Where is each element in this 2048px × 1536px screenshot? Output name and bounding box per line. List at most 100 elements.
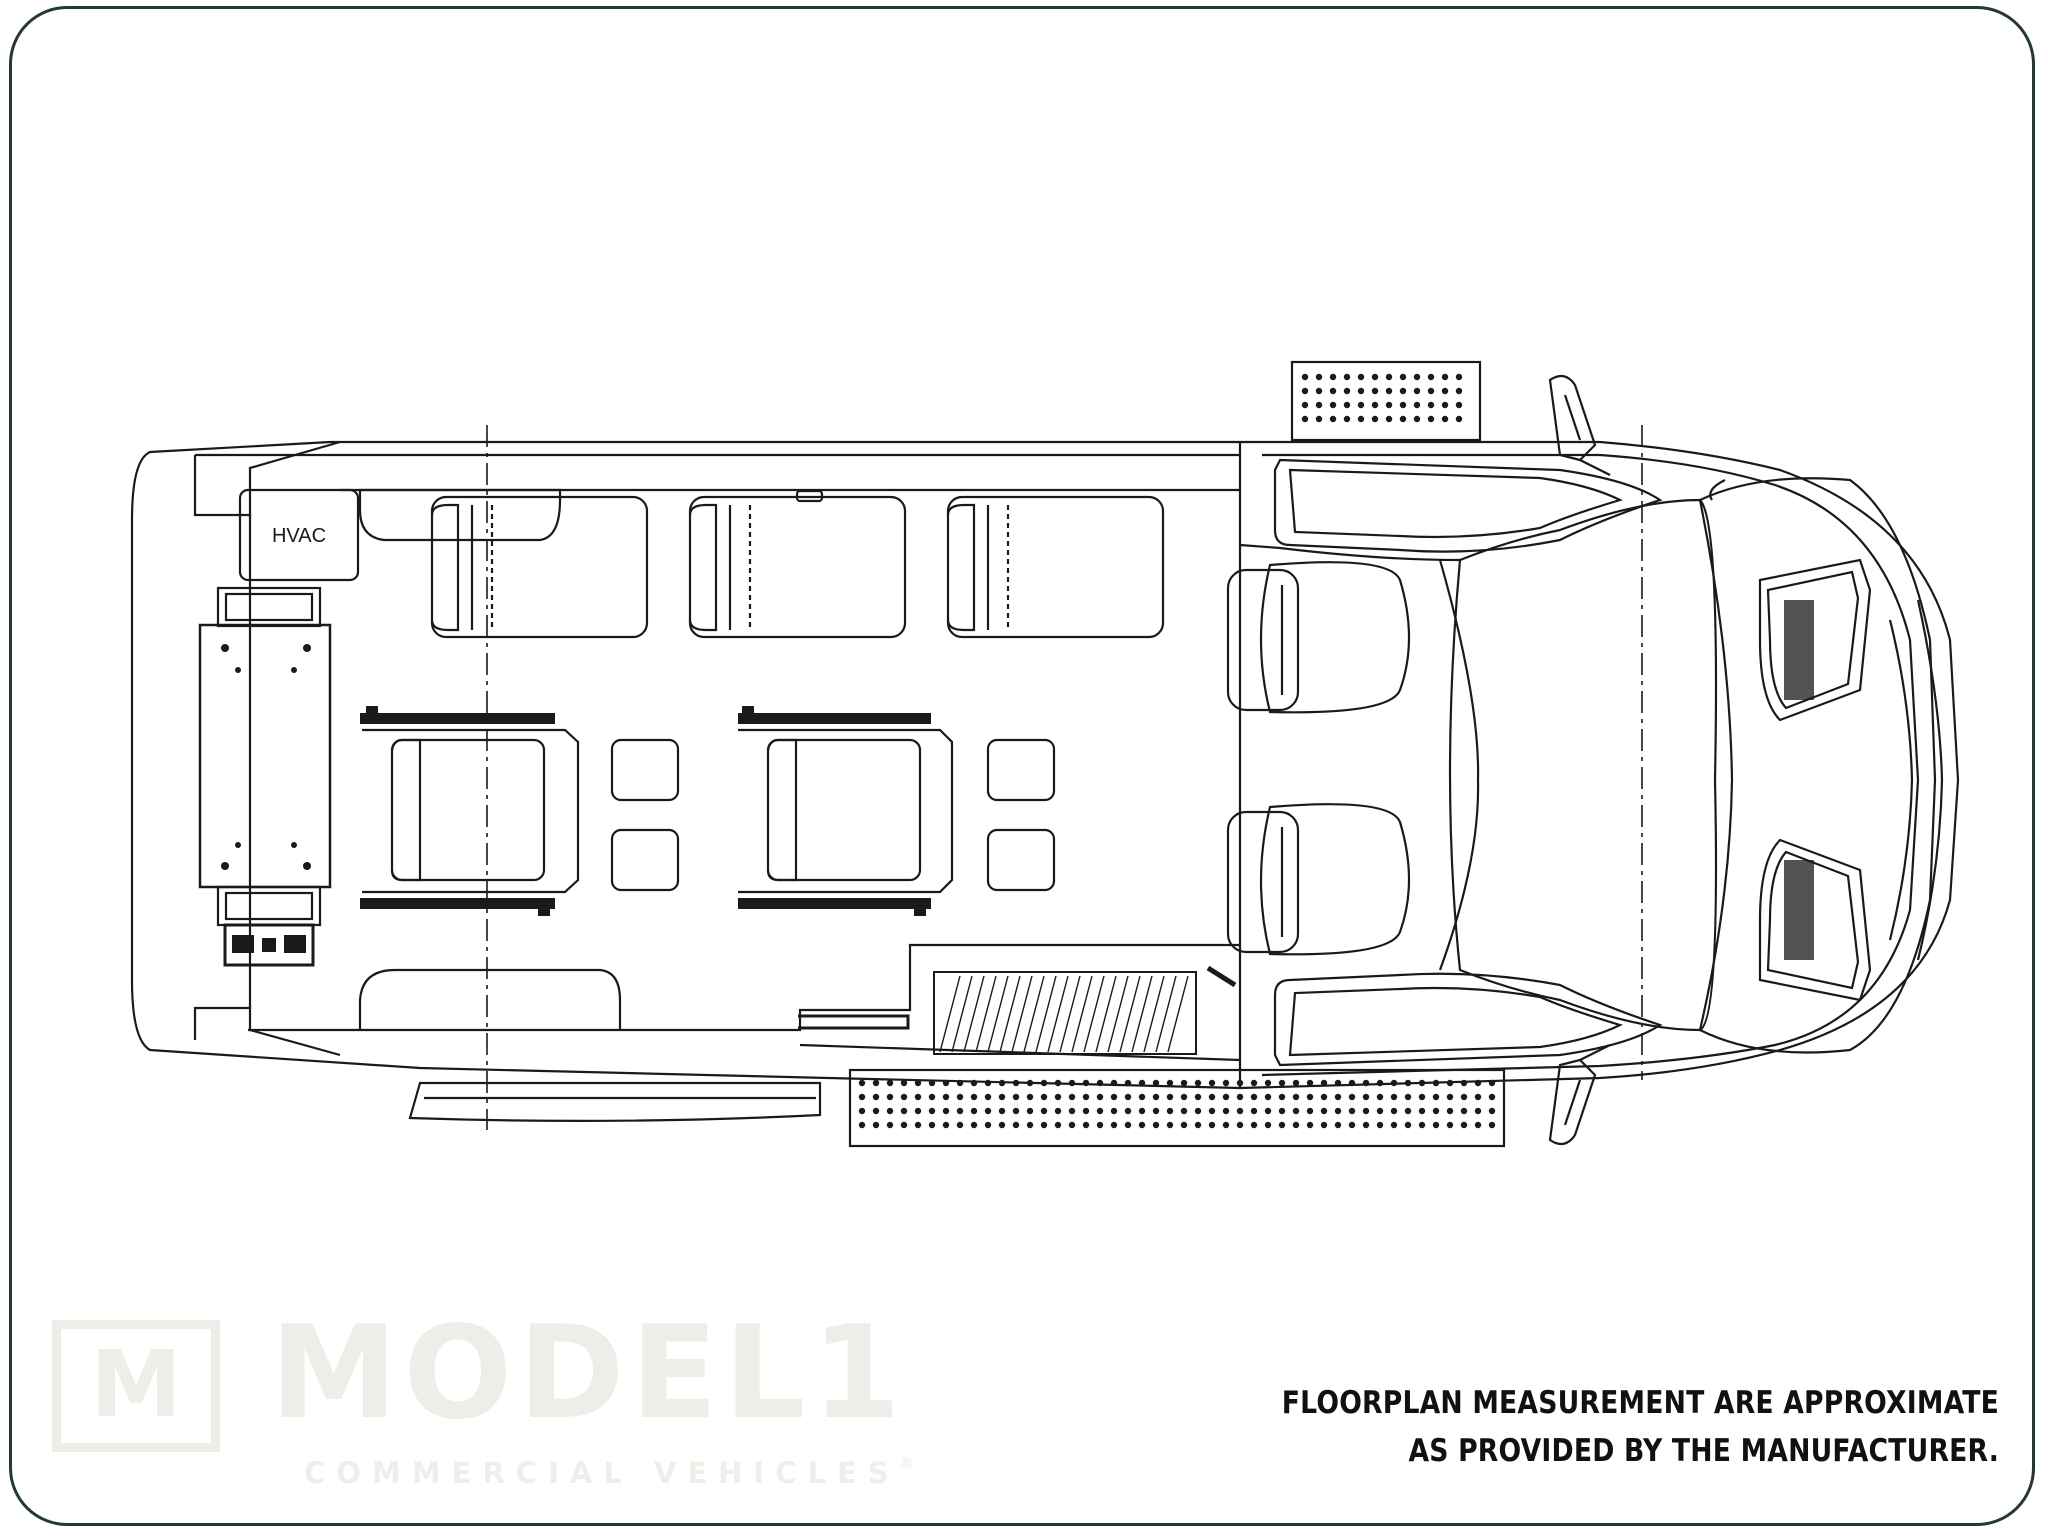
- tread-dot: [1474, 1093, 1482, 1101]
- tread-dot: [1236, 1107, 1244, 1115]
- tread-dot: [1385, 387, 1393, 395]
- tread-dot: [1152, 1079, 1160, 1087]
- side-mirror-top: [1548, 374, 1611, 476]
- tread-dot: [1418, 1121, 1426, 1129]
- tread-dot: [1292, 1107, 1300, 1115]
- tread-dot: [1399, 373, 1407, 381]
- wheelchair-lift: [198, 586, 332, 967]
- tread-dot: [1166, 1093, 1174, 1101]
- tread-dot: [886, 1079, 894, 1087]
- tread-dot: [1124, 1107, 1132, 1115]
- tread-dot: [1399, 415, 1407, 423]
- tread-dot: [1222, 1107, 1230, 1115]
- tread-dot: [998, 1107, 1006, 1115]
- tread-dot: [1082, 1079, 1090, 1087]
- tread-dot: [1096, 1079, 1104, 1087]
- tread-dot: [1371, 415, 1379, 423]
- tread-dot: [1343, 415, 1351, 423]
- tread-dot: [1376, 1093, 1384, 1101]
- tread-dot: [1026, 1107, 1034, 1115]
- tread-dot: [1441, 415, 1449, 423]
- tread-dot: [928, 1121, 936, 1129]
- tread-dot: [1012, 1079, 1020, 1087]
- side-mirror-bottom: [1548, 1044, 1611, 1146]
- tread-dot: [1138, 1093, 1146, 1101]
- hood-grille: [1698, 477, 1944, 1054]
- tread-dot: [1399, 387, 1407, 395]
- tread-dot: [1194, 1079, 1202, 1087]
- tread-dot: [914, 1121, 922, 1129]
- tread-dot: [1068, 1093, 1076, 1101]
- tread-dot: [1054, 1107, 1062, 1115]
- tread-dot: [1012, 1093, 1020, 1101]
- logo-registered-mark: ®: [899, 1456, 925, 1472]
- tread-dot: [1455, 387, 1463, 395]
- tread-dot: [984, 1079, 992, 1087]
- tread-dot: [1488, 1107, 1496, 1115]
- tread-dot: [1460, 1121, 1468, 1129]
- tread-dot: [1474, 1121, 1482, 1129]
- disclaimer-line-1: FLOORPLAN MEASUREMENT ARE APPROXIMATE: [1281, 1385, 1999, 1421]
- tread-dot: [858, 1079, 866, 1087]
- tread-dot: [1054, 1079, 1062, 1087]
- disclaimer-line-2: AS PROVIDED BY THE MANUFACTURER.: [1408, 1433, 1999, 1469]
- tread-dot: [1488, 1093, 1496, 1101]
- tread-dot: [1441, 401, 1449, 409]
- tread-dot: [1348, 1093, 1356, 1101]
- cab-outline: [1239, 440, 1960, 1090]
- tread-dot: [886, 1093, 894, 1101]
- tread-dot: [1208, 1121, 1216, 1129]
- tread-dot: [1343, 387, 1351, 395]
- tread-dot: [1040, 1121, 1048, 1129]
- tread-dot: [1026, 1079, 1034, 1087]
- tread-dot: [1208, 1107, 1216, 1115]
- tread-dot: [1222, 1093, 1230, 1101]
- tread-dot: [1446, 1107, 1454, 1115]
- tread-dot: [1455, 373, 1463, 381]
- tread-dot: [1180, 1107, 1188, 1115]
- tread-dot: [1385, 373, 1393, 381]
- tread-dot: [1301, 401, 1309, 409]
- wheelchair-position-2: [738, 706, 1056, 916]
- tread-dot: [914, 1093, 922, 1101]
- tread-dot: [1432, 1107, 1440, 1115]
- tread-dot: [872, 1121, 880, 1129]
- tread-dot: [970, 1079, 978, 1087]
- tread-dot: [1390, 1121, 1398, 1129]
- tread-dot: [942, 1107, 950, 1115]
- tread-dot: [998, 1121, 1006, 1129]
- tread-dot: [1124, 1079, 1132, 1087]
- tread-dot: [1110, 1093, 1118, 1101]
- tread-dot: [1413, 401, 1421, 409]
- tread-dot: [928, 1079, 936, 1087]
- tread-dot: [1301, 387, 1309, 395]
- tread-dot: [1194, 1107, 1202, 1115]
- tread-dot: [1460, 1107, 1468, 1115]
- tread-dot: [1427, 401, 1435, 409]
- tread-dot: [1474, 1107, 1482, 1115]
- tread-dot: [1390, 1093, 1398, 1101]
- tread-dot: [998, 1079, 1006, 1087]
- tread-dot: [1427, 387, 1435, 395]
- tread-dot: [1371, 401, 1379, 409]
- tread-dot: [1329, 373, 1337, 381]
- tread-dot: [1292, 1079, 1300, 1087]
- tread-dot: [1138, 1121, 1146, 1129]
- page-frame: [9, 6, 2035, 1526]
- tread-dot: [1371, 387, 1379, 395]
- tread-dot: [1110, 1121, 1118, 1129]
- tread-dot: [1413, 387, 1421, 395]
- tread-dot: [1343, 401, 1351, 409]
- tread-dot: [1376, 1107, 1384, 1115]
- tread-dot: [900, 1093, 908, 1101]
- tread-dot: [1040, 1079, 1048, 1087]
- tread-dot: [1320, 1121, 1328, 1129]
- tread-dot: [900, 1079, 908, 1087]
- tread-dot: [1096, 1107, 1104, 1115]
- tread-dot: [1460, 1093, 1468, 1101]
- tread-dot: [956, 1107, 964, 1115]
- tread-dot: [956, 1093, 964, 1101]
- tread-dot: [1306, 1093, 1314, 1101]
- tread-dot: [1152, 1093, 1160, 1101]
- tread-dot: [1194, 1121, 1202, 1129]
